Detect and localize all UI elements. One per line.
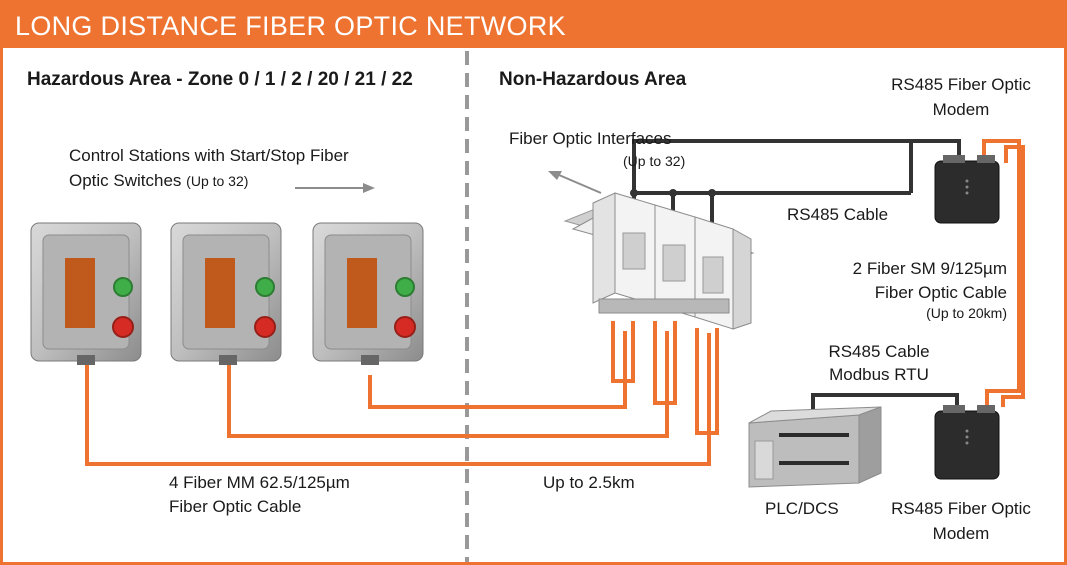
modem-bottom-label: RS485 Fiber Optic (891, 499, 1031, 518)
hazardous-area-title: Hazardous Area - Zone 0 / 1 / 2 / 20 / 2… (27, 69, 413, 90)
mm-cable-label: 4 Fiber MM 62.5/125µm (169, 473, 350, 492)
modbus-rtu-label: Modbus RTU (829, 365, 929, 384)
fiber-optic-interfaces (563, 192, 755, 330)
modem-top-label-line2: Modem (932, 100, 990, 119)
title-banner: LONG DISTANCE FIBER OPTIC NETWORK (3, 3, 1064, 48)
control-station-2 (170, 222, 282, 365)
sm-cable-label-line2: Fiber Optic Cable (874, 283, 1007, 302)
page-title: LONG DISTANCE FIBER OPTIC NETWORK (15, 11, 566, 41)
modem-bottom-label-line2: Modem (932, 524, 990, 543)
network-diagram (30, 51, 1025, 562)
fiber-modem-bottom (934, 405, 1000, 480)
cable-junctions (630, 189, 716, 197)
arrow-left-icon (548, 171, 602, 194)
interfaces-label: Fiber Optic Interfaces (509, 129, 672, 148)
control-stations-label: Control Stations with Start/Stop Fiber (69, 146, 349, 165)
plc-label: PLC/DCS (765, 499, 839, 518)
fiber-modem-top (934, 155, 1000, 224)
non-hazardous-area-title: Non-Hazardous Area (499, 69, 687, 90)
rs485-cable-label-top: RS485 Cable (787, 205, 889, 224)
control-station-1 (30, 222, 142, 365)
mm-cable-label-line2: Fiber Optic Cable (169, 497, 302, 516)
sm-cable-distance: (Up to 20km) (926, 305, 1007, 321)
fiber-mm-cable (85, 321, 719, 466)
control-stations-text: Optic Switches (69, 171, 182, 190)
modem-top-label: RS485 Fiber Optic (891, 75, 1031, 94)
arrow-right-icon (295, 183, 375, 193)
rs485-cable-label-mid: RS485 Cable (828, 342, 930, 361)
sm-cable-label: 2 Fiber SM 9/125µm (852, 259, 1007, 278)
plc-device (748, 406, 882, 488)
distance-label: Up to 2.5km (543, 473, 635, 492)
fiber-sm-cable (982, 139, 1025, 407)
control-stations-label-line2: Optic Switches (Up to 32) (69, 171, 248, 191)
control-stations-qty: (Up to 32) (186, 173, 249, 189)
control-station-3 (312, 222, 424, 365)
interfaces-qty: (Up to 32) (623, 153, 686, 169)
